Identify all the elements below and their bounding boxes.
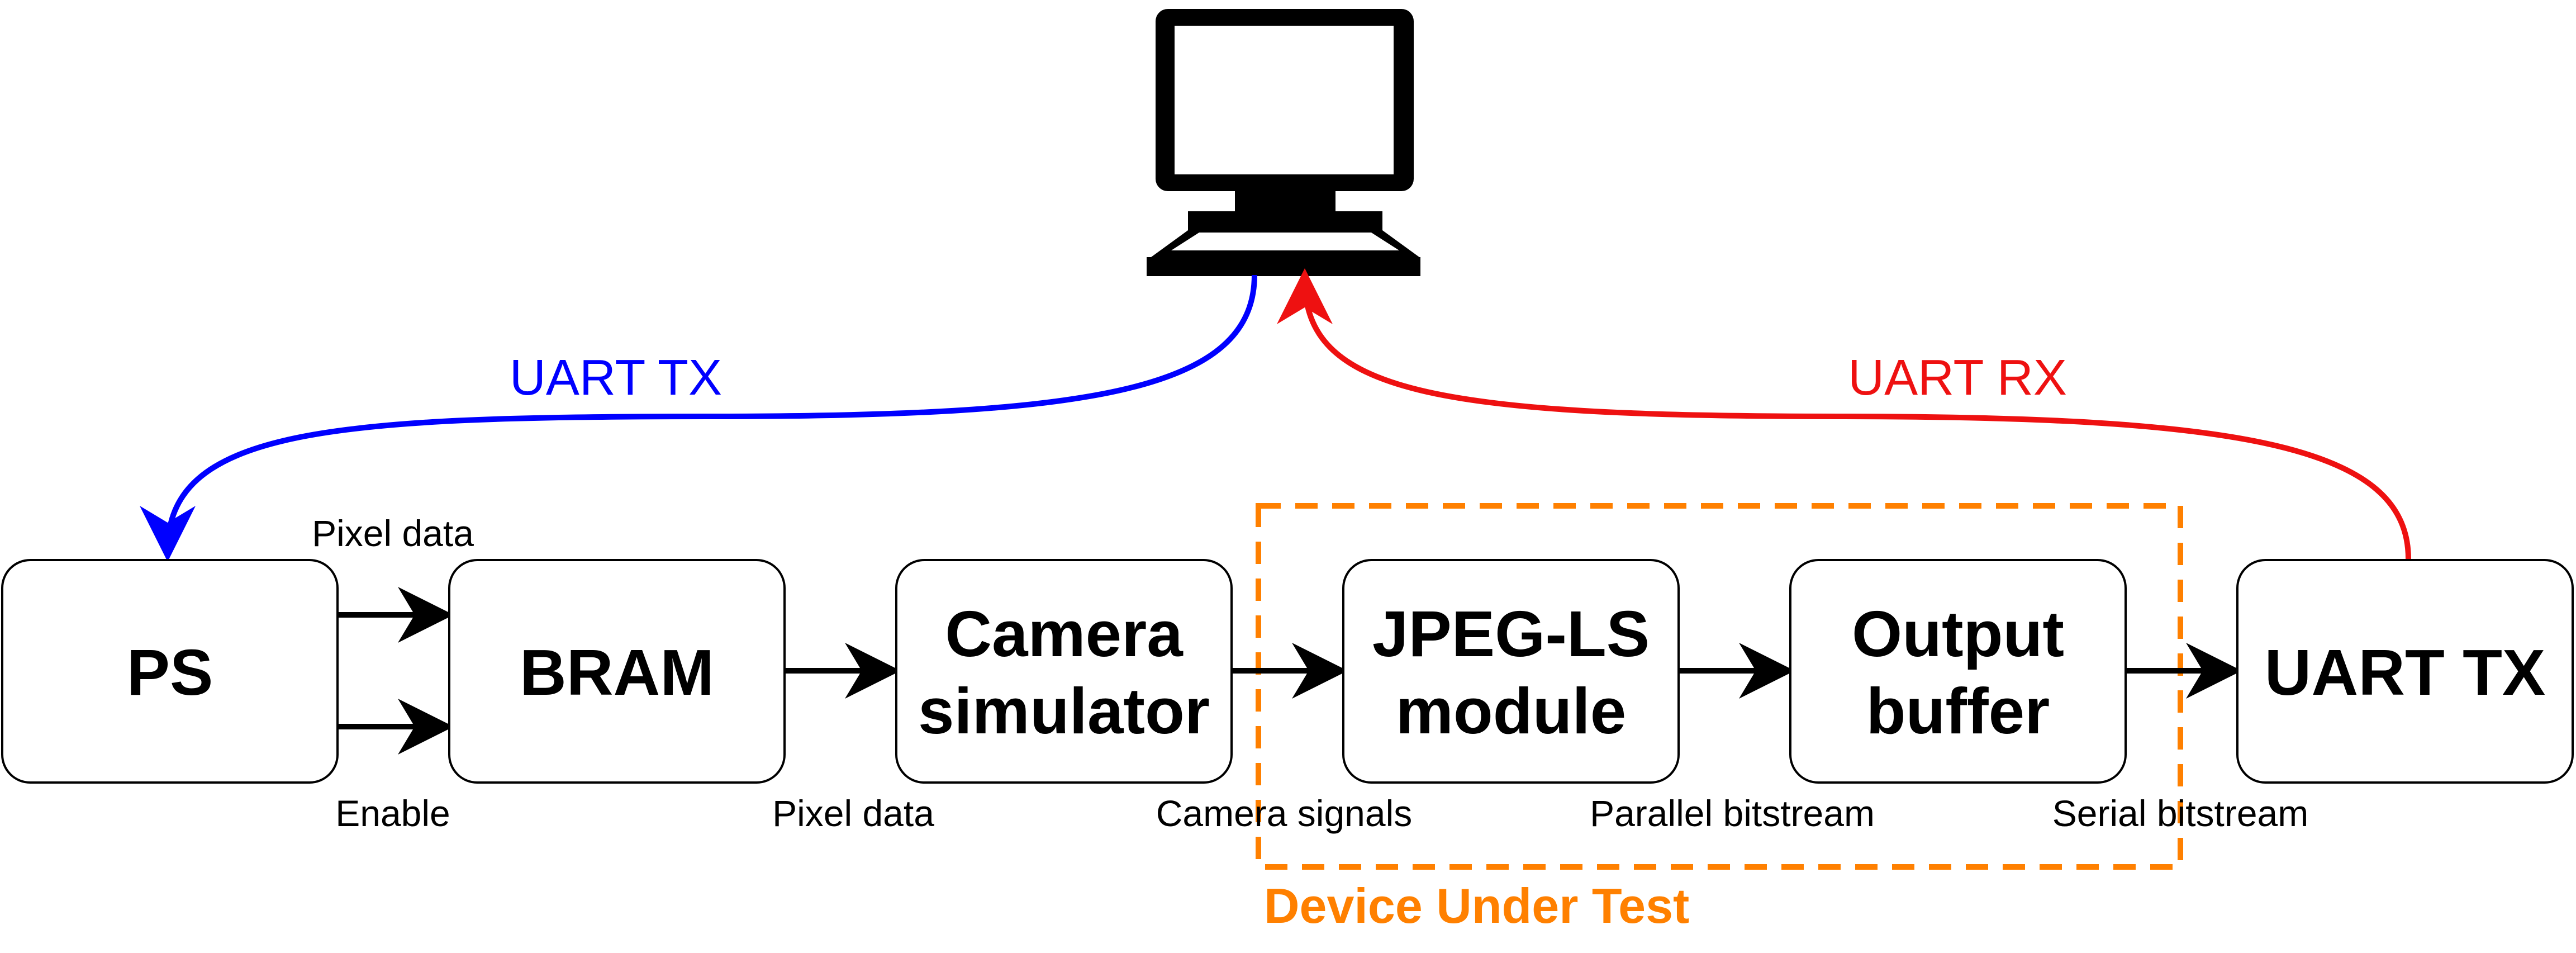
label-ps-bram-pixel-data: Pixel data [312,513,474,554]
label-ps-bram-enable: Enable [335,793,450,834]
label-camera-signals: Camera signals [1156,793,1413,834]
label-bram-camera-pixel-data: Pixel data [772,793,934,834]
uart-tx-link [140,274,1257,562]
block-bram-label: BRAM [520,636,714,709]
label-serial-bitstream: Serial bitstream [2052,793,2309,834]
uart-rx-link [1277,268,2411,560]
label-uart-tx-link: UART TX [510,350,722,406]
block-ps-label: PS [127,636,213,709]
block-output-buffer: Output buffer [1789,559,2127,784]
block-jpeg-ls-module: JPEG-LS module [1342,559,1680,784]
block-camera-simulator-label-line2: simulator [918,675,1210,747]
computer-monitor-icon [1147,9,1420,276]
label-parallel-bitstream: Parallel bitstream [1590,793,1875,834]
block-camera-simulator-label-line1: Camera [945,598,1184,670]
block-uart-tx: UART TX [2236,559,2574,784]
block-bram: BRAM [448,559,786,784]
block-camera-simulator: Camera simulator [895,559,1233,784]
block-output-buffer-label-line2: buffer [1866,675,2050,747]
block-jpeg-ls-module-label-line2: module [1396,675,1626,747]
block-uart-tx-label: UART TX [2265,636,2546,709]
dut-boundary [1256,503,2183,870]
block-output-buffer-label-line1: Output [1852,598,2064,670]
dut-label: Device Under Test [1264,878,1689,933]
label-uart-rx-link: UART RX [1848,350,2067,406]
block-jpeg-ls-module-label-line1: JPEG-LS [1372,598,1650,670]
block-ps: PS [1,559,339,784]
